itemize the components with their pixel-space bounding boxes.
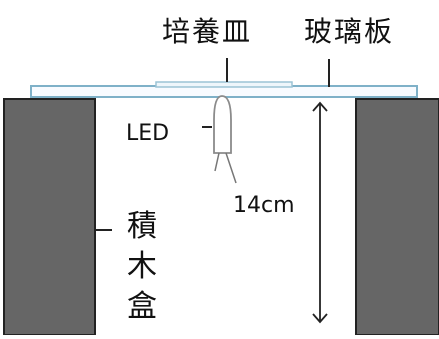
petri-dish bbox=[155, 81, 293, 88]
led-bulb bbox=[213, 95, 232, 154]
left-block bbox=[3, 98, 96, 336]
distance-arrow-top bbox=[312, 101, 328, 112]
block-box-label-char-2: 木 bbox=[127, 249, 157, 284]
led-right-leg bbox=[225, 152, 237, 184]
petri-dish-label: 培養皿 bbox=[162, 15, 253, 48]
led-left-leg bbox=[214, 152, 220, 172]
led-label: LED bbox=[126, 121, 170, 146]
block-box-label-char-3: 盒 bbox=[127, 289, 157, 324]
distance-label: 14cm bbox=[233, 193, 295, 218]
block-box-label: 積 木 盒 bbox=[122, 207, 162, 327]
distance-arrow-bottom bbox=[312, 313, 328, 324]
glass-plate-label: 玻璃板 bbox=[304, 15, 395, 48]
block-box-label-char-1: 積 bbox=[127, 209, 157, 244]
right-block bbox=[355, 98, 439, 336]
